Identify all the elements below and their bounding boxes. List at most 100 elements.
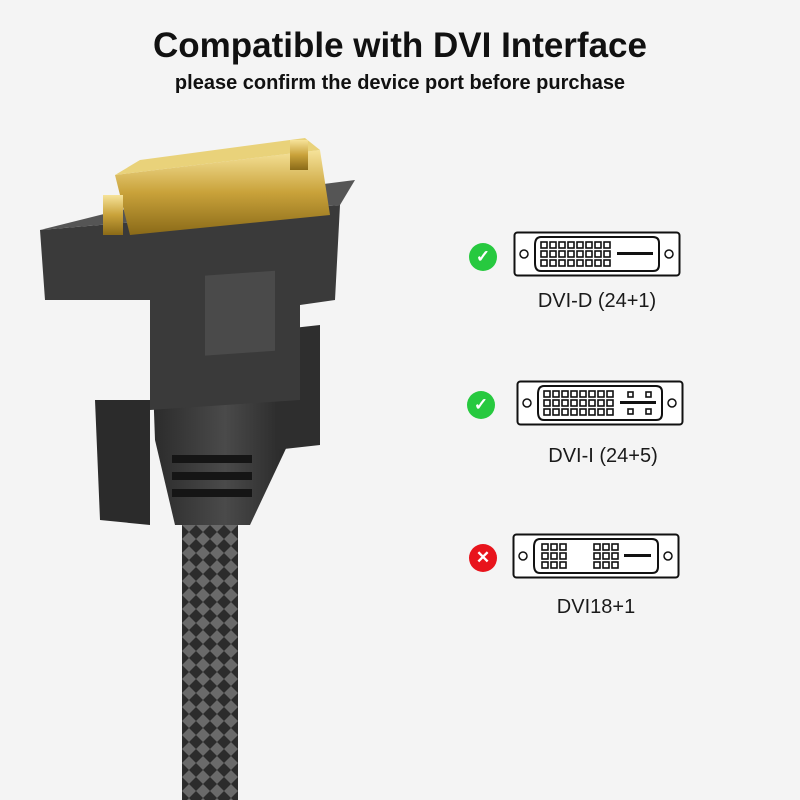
pin [559,543,567,551]
pin [540,250,548,258]
pin [552,390,560,398]
pin [543,390,551,398]
page-subtitle: please confirm the device port before pu… [174,72,626,94]
pin [611,561,619,569]
dvi-18-port-diagram [512,533,680,579]
dvi-i-port-diagram [516,380,684,426]
pin [611,543,619,551]
pin [594,250,602,258]
port-outline [513,231,681,277]
pin [588,390,596,398]
pin [576,259,584,267]
pin [550,543,558,551]
pin [593,552,601,560]
flat-blade [624,554,651,557]
port-label: DVI-D (24+1) [537,290,657,312]
screw-hole [664,249,674,259]
screw-hole [522,398,532,408]
braided-cable [182,520,238,800]
pin [576,241,584,249]
port-dvi-d: ✓ DVI-D (24+1) [460,228,700,338]
pin [561,390,569,398]
pin [558,241,566,249]
screw-hole [663,551,673,561]
check-icon: ✓ [467,391,495,419]
pin [570,399,578,407]
pin [558,259,566,267]
pin [602,543,610,551]
port-socket [534,236,660,272]
pin [585,259,593,267]
cross-icon: ✕ [469,544,497,572]
pin [597,390,605,398]
gold-plug [103,138,330,235]
pin [550,552,558,560]
pin [585,241,593,249]
pin [594,259,602,267]
pin [541,552,549,560]
pin [594,241,602,249]
pin [597,399,605,407]
pin [603,241,611,249]
pin [541,561,549,569]
port-dvi-18: ✕ DVI18+1 [460,530,700,640]
pin [570,408,578,416]
pin [541,543,549,551]
check-icon: ✓ [469,243,497,271]
pin [567,259,575,267]
port-socket [533,538,659,574]
pin [588,408,596,416]
pin [603,250,611,258]
pin [561,408,569,416]
pin [593,543,601,551]
pin [606,408,614,416]
page-title: Compatible with DVI Interface [153,26,647,65]
pin [540,241,548,249]
pin [549,241,557,249]
pin [552,399,560,407]
pin [576,250,584,258]
pin [602,561,610,569]
flat-blade [617,252,653,255]
analog-pin [627,391,634,398]
pin [579,408,587,416]
pin [588,399,596,407]
pin [567,241,575,249]
screw-hole [518,551,528,561]
analog-pin [645,391,652,398]
pin [549,250,557,258]
pin [579,399,587,407]
flat-blade [620,401,656,404]
pin [558,250,566,258]
pin [550,561,558,569]
analog-pin [645,408,652,415]
port-outline [512,533,680,579]
analog-pin [627,408,634,415]
pin [579,390,587,398]
screw-hole [519,249,529,259]
pin [597,408,605,416]
pin [585,250,593,258]
pin [543,399,551,407]
port-socket [537,385,663,421]
dvi-d-port-diagram [513,231,681,277]
port-dvi-i: ✓ DVI-I (24+5) [460,377,700,487]
pin [603,259,611,267]
pin [570,390,578,398]
port-outline [516,380,684,426]
pin [552,408,560,416]
pin [559,561,567,569]
pin [567,250,575,258]
pin [611,552,619,560]
pin [549,259,557,267]
pin [561,399,569,407]
port-label: DVI18+1 [556,596,636,618]
pin [543,408,551,416]
pin [602,552,610,560]
port-label: DVI-I (24+5) [548,445,658,467]
pin [606,390,614,398]
pin [559,552,567,560]
pin [606,399,614,407]
pin [540,259,548,267]
